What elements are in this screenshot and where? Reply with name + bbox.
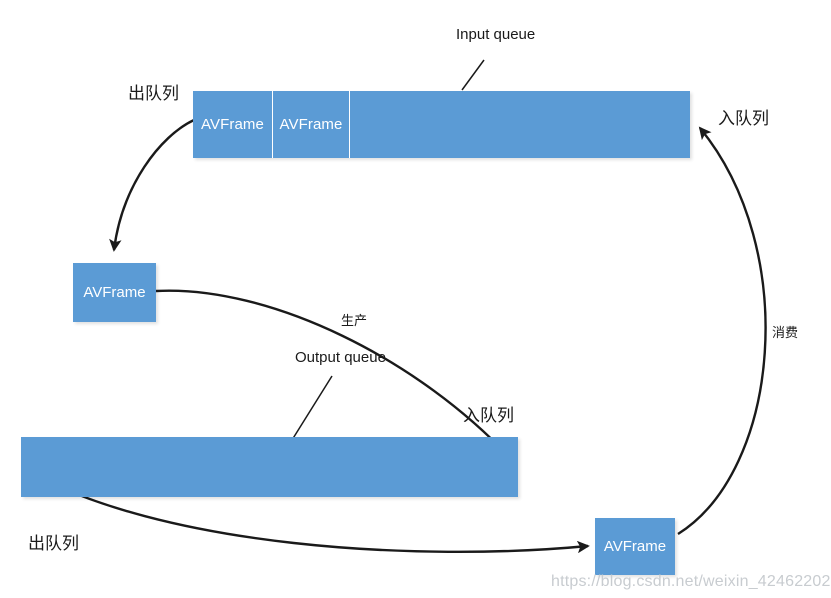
produce-label: 生产 (341, 314, 368, 329)
output-dequeue-label: 出队列 (28, 534, 79, 554)
edge-produce (155, 289, 514, 462)
input-queue-cell[interactable]: AVFrame (273, 91, 350, 158)
consume-label: 消费 (772, 326, 799, 341)
edge-consume (677, 126, 767, 536)
output-queue-bar[interactable] (21, 437, 518, 497)
leader-line-input-queue (461, 59, 485, 91)
edge-input-dequeue (109, 118, 195, 252)
input-dequeue-label: 出队列 (128, 84, 179, 104)
output-avframe-label: AVFrame (603, 538, 667, 555)
input-queue-bar[interactable]: AVFrame AVFrame (193, 91, 690, 158)
output-queue-annotation: Output queue (295, 349, 386, 366)
edge-output-dequeue (21, 466, 590, 554)
decoded-avframe-label: AVFrame (83, 284, 146, 301)
output-enqueue-label: 入队列 (463, 406, 514, 426)
output-queue-empty-region[interactable] (21, 437, 518, 497)
leader-line-output-queue (291, 375, 333, 441)
input-queue-annotation: Input queue (456, 26, 536, 43)
output-avframe-box[interactable]: AVFrame (595, 518, 675, 575)
watermark: https://blog.csdn.net/weixin_42462202 (551, 573, 831, 590)
input-queue-cell[interactable]: AVFrame (193, 91, 273, 158)
input-queue-empty-region[interactable] (350, 91, 690, 158)
decoded-avframe-box[interactable]: AVFrame (73, 263, 156, 322)
input-enqueue-label: 入队列 (718, 109, 769, 129)
